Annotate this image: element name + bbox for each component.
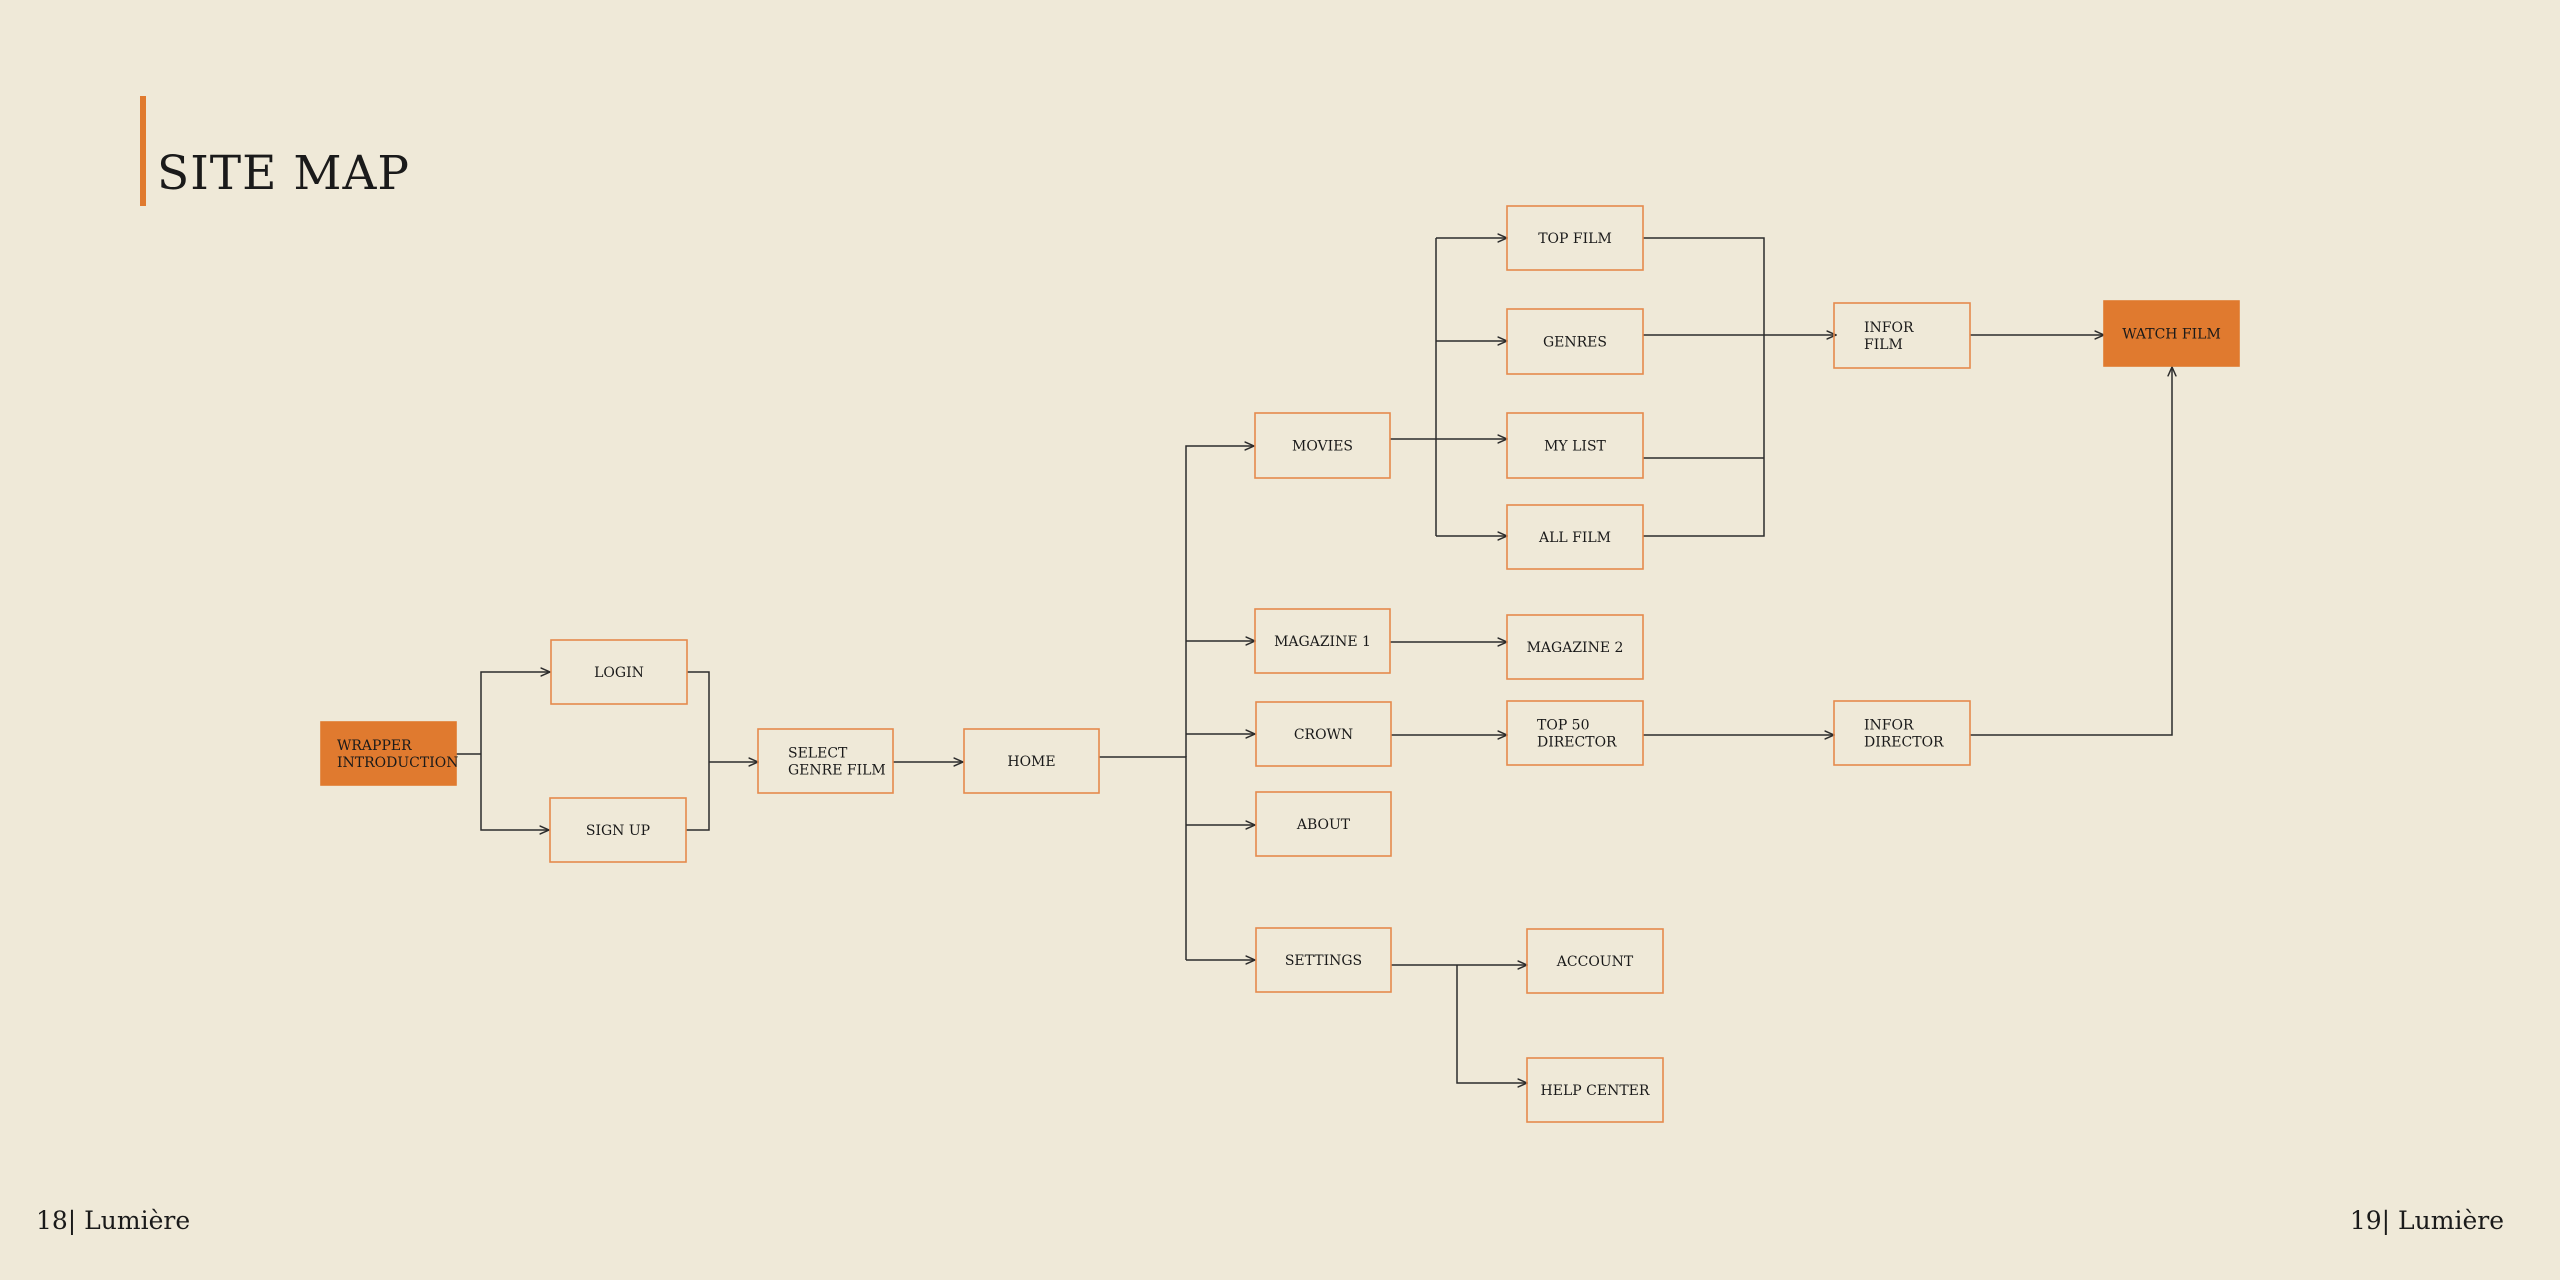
node-about: ABOUT [1255,791,1392,857]
node-magazine-1-label: MAGAZINE 1 [1274,634,1371,650]
node-infor-director-box [1833,700,1971,766]
node-select-genre-film-label: GENRE FILM [788,763,886,779]
node-my-list: MY LIST [1506,412,1644,479]
node-login-box [550,639,688,705]
node-help-center-box [1526,1057,1664,1123]
footer-page-left: 18| Lumière [36,1206,191,1235]
node-sign-up-label: SIGN UP [586,823,650,839]
edge-wrapper-signup [480,754,549,830]
node-home-label: HOME [1007,754,1055,770]
node-magazine-2-box [1506,614,1644,680]
node-top-50-director-box [1506,700,1644,766]
node-help-center-label: HELP CENTER [1541,1083,1650,1099]
node-about-box [1255,791,1392,857]
edge-wrapper-login [480,672,550,754]
node-genres-label: GENRES [1543,335,1607,351]
node-sign-up: SIGN UP [549,797,687,863]
node-login: LOGIN [550,639,688,705]
node-top-film: TOP FILM [1506,205,1644,271]
node-login-label: LOGIN [594,665,644,681]
node-settings-label: SETTINGS [1285,953,1362,969]
node-movies-label: MOVIES [1292,439,1353,455]
edge-topfilm-merge [1643,237,1765,537]
node-movies-box [1254,412,1391,479]
node-wrapper-introduction-label: INTRODUCTION [337,755,458,771]
node-account-label: ACCOUNT [1556,954,1634,970]
node-all-film: ALL FILM [1506,504,1644,570]
node-magazine-2: MAGAZINE 2 [1506,614,1644,680]
edge-login-merge [686,671,710,831]
node-infor-director-label: INFOR [1864,718,1914,734]
node-wrapper-introduction-label: WRAPPER [337,738,412,754]
edge-infordirector-watch [1970,367,2172,736]
node-home-box [963,728,1100,794]
node-genres-box [1506,308,1644,375]
node-about-label: ABOUT [1296,817,1351,833]
page-title: SITE MAP [157,146,411,201]
title-accent-bar [140,96,146,206]
node-watch-film-box [2103,300,2240,367]
node-top-50-director-label: DIRECTOR [1537,735,1617,751]
node-settings: SETTINGS [1255,927,1392,993]
node-help-center: HELP CENTER [1526,1057,1664,1123]
node-infor-film-label: FILM [1864,337,1903,353]
edge-home-movies [1185,446,1254,757]
connectors [456,238,2172,1083]
edge-home-trunk [1099,756,1187,960]
node-crown-label: CROWN [1294,727,1353,743]
footer-page-right: 19| Lumière [2349,1206,2504,1235]
node-sign-up-box [549,797,687,863]
node-infor-director-label: DIRECTOR [1864,735,1944,751]
node-my-list-box [1506,412,1644,479]
node-my-list-label: MY LIST [1544,439,1606,455]
node-account-box [1526,928,1664,994]
node-genres: GENRES [1506,308,1644,375]
edge-settings-help [1456,965,1527,1083]
node-settings-box [1255,927,1392,993]
node-home: HOME [963,728,1100,794]
node-all-film-box [1506,504,1644,570]
node-infor-film-label: INFOR [1864,320,1914,336]
node-watch-film-label: WATCH FILM [2122,327,2221,343]
node-select-genre-film-label: SELECT [788,746,848,762]
node-wrapper-introduction-box [320,721,457,786]
node-top-film-label: TOP FILM [1538,231,1612,247]
node-infor-film-box [1833,302,1971,369]
node-top-film-box [1506,205,1644,271]
node-movies: MOVIES [1254,412,1391,479]
node-select-genre-film-box [757,728,894,794]
node-crown-box [1255,701,1392,767]
node-top-50-director-label: TOP 50 [1537,718,1590,734]
node-crown: CROWN [1255,701,1392,767]
node-watch-film: WATCH FILM [2103,300,2240,367]
node-magazine-2-label: MAGAZINE 2 [1527,640,1624,656]
node-all-film-label: ALL FILM [1538,530,1611,546]
node-account: ACCOUNT [1526,928,1664,994]
node-magazine-1-box [1254,608,1391,674]
node-magazine-1: MAGAZINE 1 [1254,608,1391,674]
